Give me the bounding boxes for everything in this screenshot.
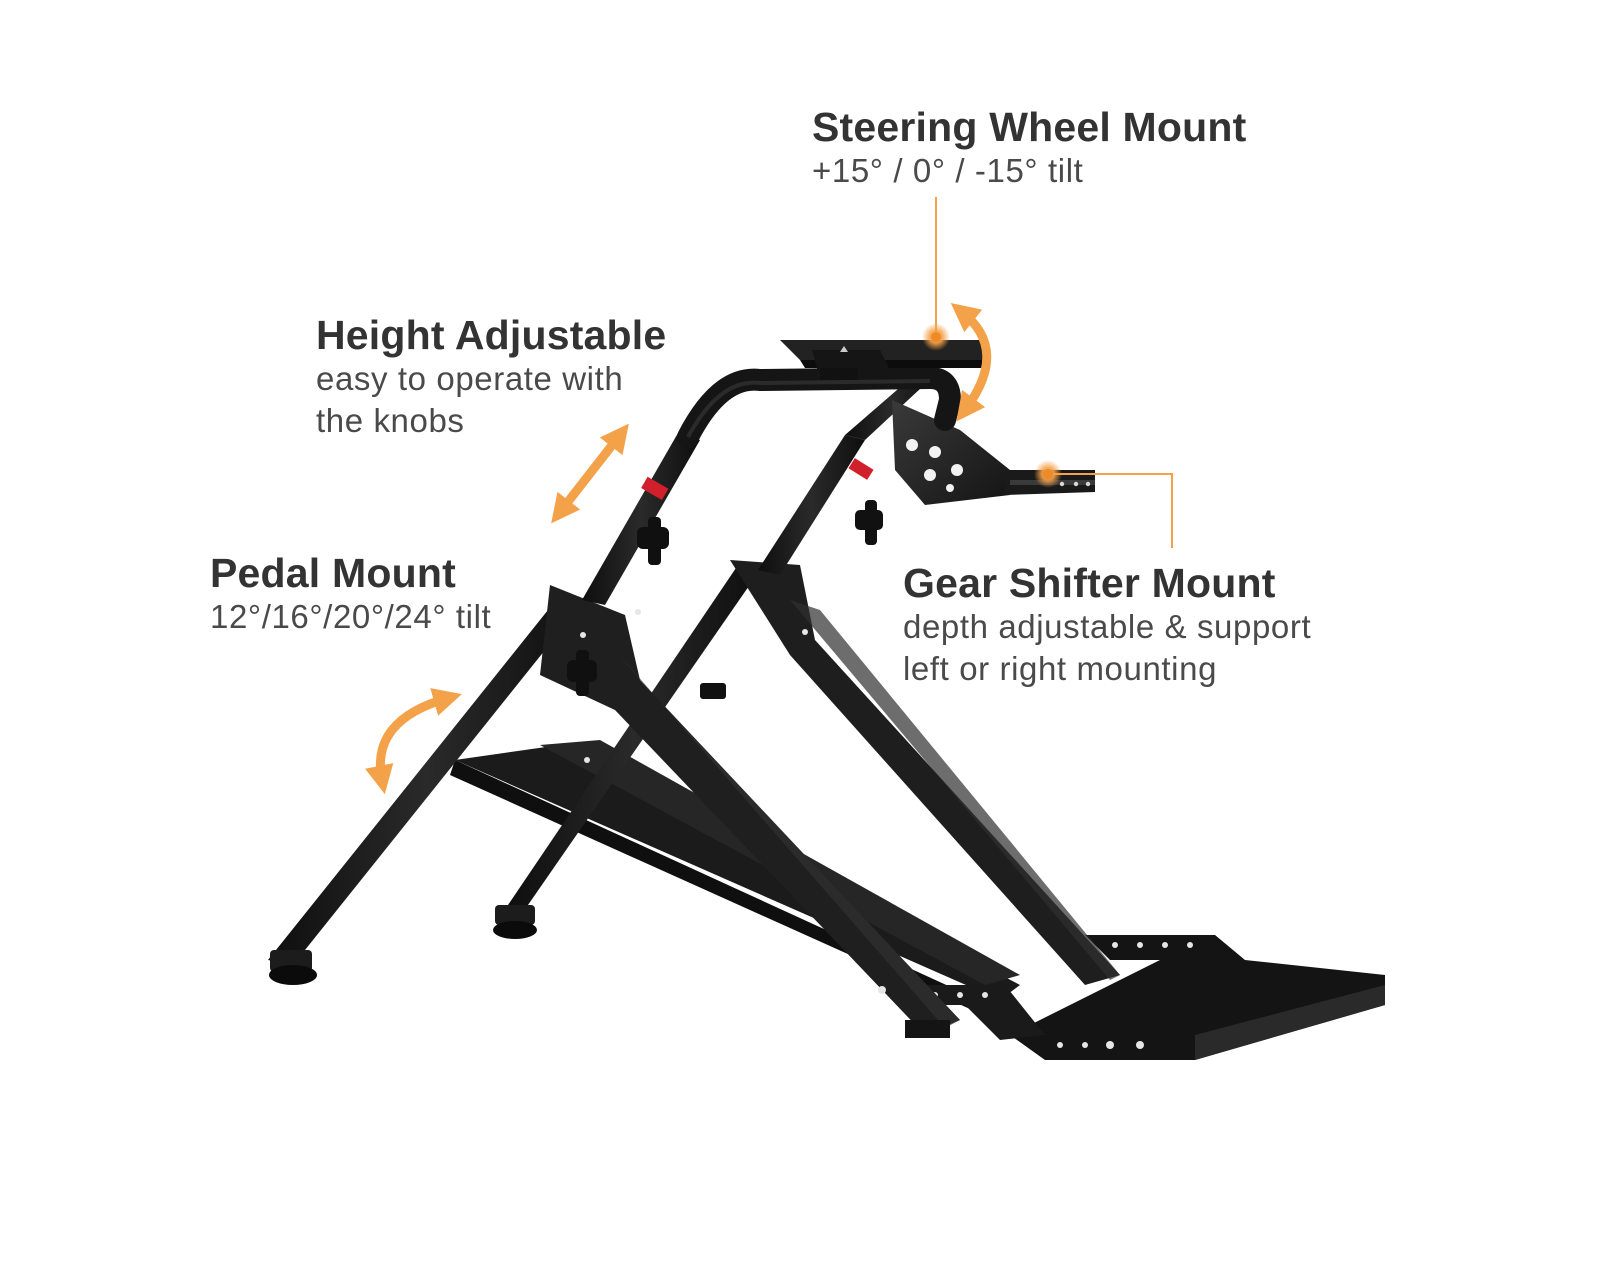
height-adjust-arrow-icon — [551, 423, 629, 524]
gear-leader — [1034, 460, 1173, 548]
pedal-mount-callout: Pedal Mount 12°/16°/20°/24° tilt — [210, 550, 491, 638]
pedal-tilt-arrow-icon — [365, 688, 462, 795]
height-adjustable-callout: Height Adjustable easy to operate with t… — [316, 312, 666, 442]
rear-upright — [493, 370, 1120, 985]
gear-title: Gear Shifter Mount — [903, 560, 1276, 606]
steering-wheel-mount-callout: Steering Wheel Mount +15° / 0° / -15° ti… — [812, 104, 1247, 192]
pedal-title: Pedal Mount — [210, 550, 456, 596]
gear-desc-line-1: depth adjustable & support — [903, 608, 1312, 645]
height-desc-line-2: the knobs — [316, 402, 465, 439]
steering-title: Steering Wheel Mount — [812, 104, 1247, 150]
steering-desc: +15° / 0° / -15° tilt — [812, 152, 1084, 189]
steering-tilt-arrow-icon — [950, 303, 992, 422]
gear-desc-line-2: left or right mounting — [903, 650, 1218, 687]
steering-leader — [922, 197, 950, 351]
height-desc-line-1: easy to operate with — [316, 360, 624, 397]
gear-shifter-plate — [892, 400, 1095, 505]
gear-shifter-mount-callout: Gear Shifter Mount depth adjustable & su… — [903, 560, 1311, 690]
pedal-desc: 12°/16°/20°/24° tilt — [210, 598, 492, 635]
height-title: Height Adjustable — [316, 312, 667, 358]
